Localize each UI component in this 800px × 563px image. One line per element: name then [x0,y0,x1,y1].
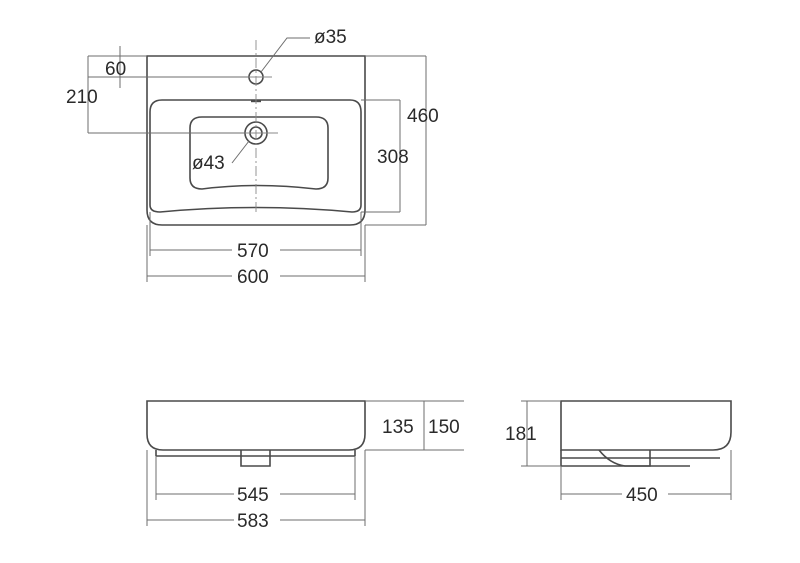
label-tap-hole-dia: ø35 [314,27,347,48]
label-side-height: 181 [505,424,537,445]
label-waste-dia: ø43 [192,153,225,174]
label-waste-offset: 210 [66,87,98,108]
label-front-overall-width: 583 [237,511,269,532]
side-view-waste [598,449,651,467]
top-view: ø35 60 210 ø43 460 308 570 600 [66,27,439,288]
top-view-outline [146,55,366,226]
side-view-outline [560,400,732,451]
front-view: 135 150 545 583 [146,400,464,532]
side-view: 181 450 [505,400,732,506]
front-view-waste [240,450,271,467]
leader-tap-dia [260,37,310,73]
label-inner-height: 135 [382,417,414,438]
top-view-rim [149,99,362,213]
label-tap-offset: 60 [105,59,126,80]
label-overall-width: 600 [237,267,269,288]
label-bowl-depth: 308 [377,147,409,168]
label-base-width: 545 [237,485,269,506]
label-side-depth: 450 [626,485,658,506]
front-view-outline [146,400,366,451]
leader-waste-dia [231,140,250,164]
label-overall-height: 150 [428,417,460,438]
label-depth: 460 [407,106,439,127]
label-bowl-width: 570 [237,241,269,262]
top-view-bowl [189,116,329,190]
